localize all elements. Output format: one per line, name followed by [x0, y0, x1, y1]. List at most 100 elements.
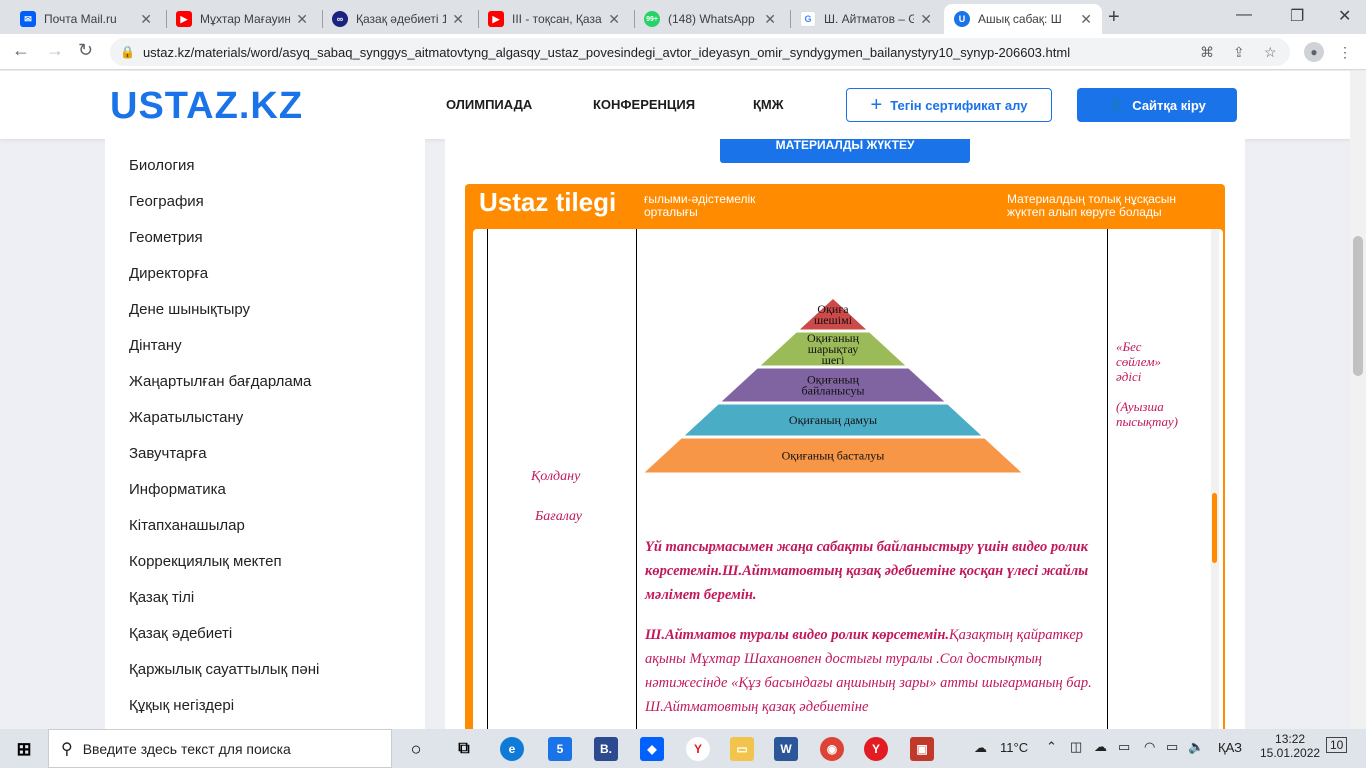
document-preview: Қолдану Бағалау «Бес сөйлем» әдісі (Ауыз…: [473, 229, 1223, 729]
sidebar-item[interactable]: Құқық негіздері: [129, 697, 235, 714]
browser-tab-bar: ✉ Почта Mail.ru ✕ ▶ Мұхтар Мағауин ✕ ∞ Қ…: [0, 0, 1366, 34]
tab-whatsapp[interactable]: 99+ (148) WhatsApp ✕: [634, 4, 786, 34]
page-scrollbar[interactable]: [1350, 71, 1366, 729]
banner-brand: Ustaz tilegi: [479, 187, 617, 217]
banner-note-line: жүктеп алып көруге болады: [1007, 205, 1162, 219]
minimize-icon[interactable]: —: [1236, 6, 1252, 23]
yandex-browser-icon[interactable]: Y: [864, 737, 888, 761]
sidebar-item[interactable]: Жаңартылған бағдарлама: [129, 373, 312, 390]
tab-title: Ашық сабақ: Ш: [978, 12, 1062, 26]
nav-olympiad[interactable]: ОЛИМПИАДА: [446, 97, 533, 112]
sidebar-item[interactable]: Геометрия: [129, 229, 203, 246]
share-icon[interactable]: ⇪: [1233, 44, 1245, 60]
banner-sub-line: ғылыми-әдістемелік: [644, 192, 756, 206]
page-scroll-thumb[interactable]: [1353, 236, 1363, 376]
windows-taskbar: ⊞ ⚲ Введите здесь текст для поиска ○ ⧉ e…: [0, 729, 1366, 768]
pyramid-level: [684, 404, 982, 436]
note-line: пысықтау): [1116, 414, 1178, 429]
free-certificate-button[interactable]: + Тегін сертификат алу: [846, 88, 1052, 122]
tab-literature[interactable]: ∞ Қазақ әдебиеті 1 ✕: [322, 4, 474, 34]
b-app-icon[interactable]: B.: [594, 737, 618, 761]
volume-icon[interactable]: 🔈: [1188, 739, 1205, 754]
profile-icon[interactable]: ●: [1304, 42, 1324, 62]
address-bar[interactable]: 🔒 ustaz.kz/materials/word/asyq_sabaq_syn…: [110, 38, 1290, 66]
forward-icon[interactable]: →: [46, 40, 64, 60]
battery-icon[interactable]: ▭: [1118, 739, 1131, 754]
sidebar-item[interactable]: Қазақ әдебиеті: [129, 625, 233, 642]
document-scroll-thumb[interactable]: [1212, 493, 1217, 563]
sidebar-item[interactable]: Завучтарға: [129, 445, 207, 462]
globe-icon: ∞: [332, 11, 348, 27]
sidebar-item[interactable]: Дінтану: [129, 337, 182, 354]
site-logo[interactable]: USTAZ.KZ: [110, 85, 304, 127]
back-icon[interactable]: ←: [12, 40, 30, 60]
mail-icon: ✉: [20, 11, 36, 27]
banner-note-line: Материалдың толық нұсқасын: [1007, 192, 1177, 206]
tab-active-ustaz[interactable]: U Ашық сабақ: Ш ✕: [944, 4, 1102, 34]
yandex-icon[interactable]: Y: [686, 737, 710, 761]
close-icon[interactable]: ✕: [1080, 10, 1092, 27]
windows-start-icon[interactable]: ⊞: [16, 738, 32, 759]
sidebar-item[interactable]: Дене шынықтыру: [129, 301, 251, 318]
chrome-icon[interactable]: ◉: [820, 737, 844, 761]
reload-icon[interactable]: ↻: [78, 40, 94, 60]
sidebar-item[interactable]: Жаратылыстану: [129, 409, 244, 426]
image-app-icon[interactable]: ▣: [910, 737, 934, 761]
menu-dots-icon[interactable]: ⋮: [1338, 44, 1352, 60]
clock[interactable]: 13:22 15.01.2022: [1260, 732, 1320, 760]
close-icon[interactable]: ✕: [920, 10, 932, 27]
network-icon[interactable]: ▭: [1166, 739, 1179, 754]
label-assessment: Бағалау: [535, 509, 583, 524]
onedrive-icon[interactable]: ☁: [1094, 739, 1107, 754]
nav-kmzh[interactable]: ҚМЖ: [753, 97, 784, 112]
bookmark-star-icon[interactable]: ☆: [1264, 44, 1277, 60]
mail-app-icon[interactable]: 5: [548, 737, 572, 761]
taskbar-search[interactable]: ⚲ Введите здесь текст для поиска: [48, 729, 392, 768]
tab-mail[interactable]: ✉ Почта Mail.ru ✕: [10, 4, 162, 34]
restore-icon[interactable]: ❐: [1290, 8, 1305, 25]
tab-youtube-2[interactable]: ▶ III - тоқсан, Қаза ✕: [478, 4, 630, 34]
document-scrollbar[interactable]: [1211, 229, 1219, 729]
tab-google[interactable]: G Ш. Айтматов – G ✕: [790, 4, 942, 34]
sidebar-item[interactable]: Директорға: [129, 265, 209, 282]
cert-button-label: Тегін сертификат алу: [890, 97, 1028, 113]
sidebar-item[interactable]: Қаржылық сауаттылық пәні: [129, 661, 320, 678]
close-icon[interactable]: ✕: [764, 10, 776, 27]
sidebar-item[interactable]: Коррекциялық мектеп: [129, 553, 282, 570]
tab-youtube-1[interactable]: ▶ Мұхтар Мағауин ✕: [166, 4, 318, 34]
cortana-icon[interactable]: ○: [410, 738, 422, 759]
sidebar-item[interactable]: Кітапханашылар: [129, 517, 245, 534]
browser-toolbar: ← → ↻ 🔒 ustaz.kz/materials/word/asyq_sab…: [0, 34, 1366, 70]
wifi-icon[interactable]: ◠: [1144, 739, 1156, 754]
tray-icon[interactable]: ◫: [1070, 739, 1083, 754]
youtube-icon: ▶: [176, 11, 192, 27]
ustaz-tilegi-frame: Ustaz tilegi ғылыми-әдістемелік орталығы…: [465, 184, 1225, 729]
edge-icon[interactable]: e: [500, 737, 524, 761]
sidebar-item[interactable]: География: [129, 193, 204, 210]
close-icon[interactable]: ✕: [608, 10, 620, 27]
login-button[interactable]: 👤 Сайтқа кіру: [1077, 88, 1237, 122]
word-icon[interactable]: W: [774, 737, 798, 761]
sidebar-item[interactable]: Биология: [129, 157, 195, 174]
temperature[interactable]: 11°C: [1000, 740, 1029, 755]
pyramid-label: шарықтау: [808, 342, 859, 356]
sidebar-item[interactable]: Қазақ тілі: [129, 589, 195, 606]
task-view-icon[interactable]: ⧉: [458, 740, 470, 757]
nav-conference[interactable]: КОНФЕРЕНЦИЯ: [593, 97, 696, 112]
document-text: Үй тапсырмасымен жаңа сабақты байланысты…: [645, 535, 1095, 719]
tray-expand-icon[interactable]: ⌃: [1046, 739, 1057, 754]
close-icon[interactable]: ✕: [140, 10, 152, 27]
notifications-icon[interactable]: 10: [1326, 737, 1348, 753]
translate-icon[interactable]: ⌘: [1200, 44, 1214, 60]
close-window-icon[interactable]: ✕: [1338, 8, 1352, 25]
sidebar-item[interactable]: Информатика: [129, 481, 226, 498]
dropbox-icon[interactable]: ◆: [640, 737, 664, 761]
language-indicator[interactable]: ҚАЗ: [1218, 740, 1242, 755]
close-icon[interactable]: ✕: [452, 10, 464, 27]
explorer-icon[interactable]: ▭: [730, 737, 754, 761]
weather-icon[interactable]: ☁: [974, 740, 987, 755]
download-material-button[interactable]: МАТЕРИАЛДЫ ЖҮКТЕУ: [720, 139, 970, 163]
close-icon[interactable]: ✕: [296, 10, 308, 27]
new-tab-button[interactable]: +: [1108, 6, 1120, 28]
paragraph-1: Үй тапсырмасымен жаңа сабақты байланысты…: [645, 539, 1089, 603]
